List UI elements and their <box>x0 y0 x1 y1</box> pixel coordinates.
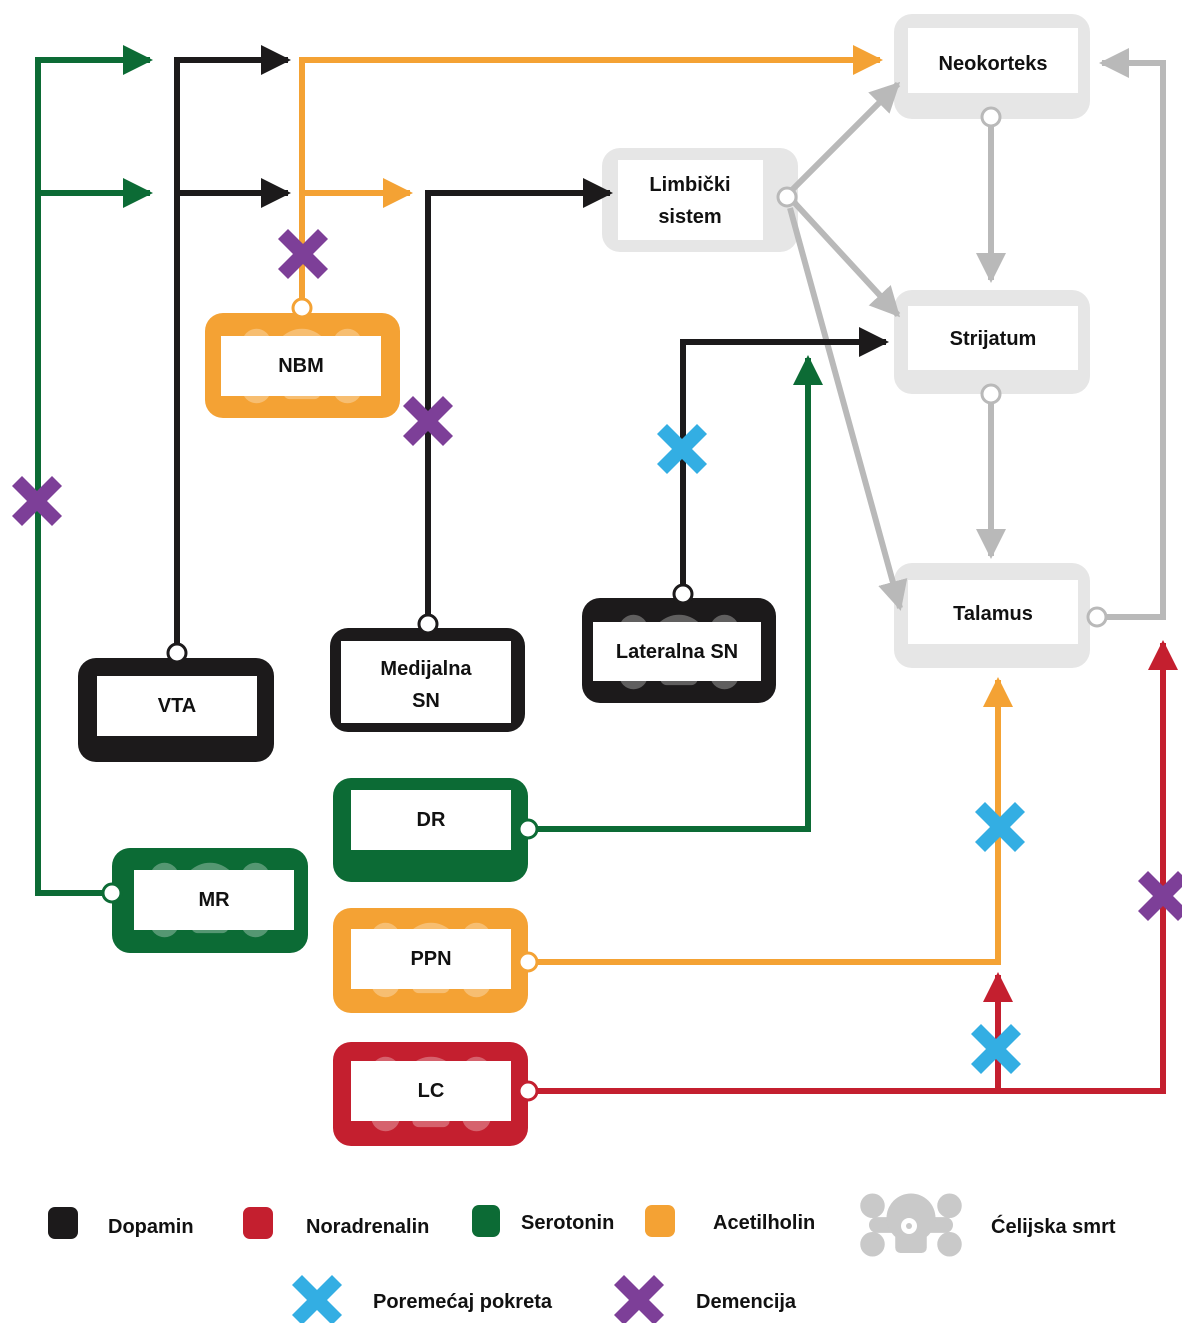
legend-cell-death: Ćelijska smrt <box>991 1214 1116 1238</box>
noradrenaline-swatch-icon <box>243 1207 273 1239</box>
serotonin-pathways <box>35 45 823 896</box>
lc-origin-dot <box>517 1080 539 1102</box>
ppn-label: PPN <box>410 948 451 970</box>
limbic-origin-dot <box>776 186 798 208</box>
vta-origin-dot <box>166 642 188 664</box>
thalamus-origin-dot <box>1086 606 1108 628</box>
vta-projection-upper <box>174 45 291 648</box>
dr-label: DR <box>417 809 446 831</box>
mr-label: MR <box>198 889 230 911</box>
nucleus-medial-sn: Medijalna SN <box>330 628 525 732</box>
nucleus-lc: LC <box>333 1042 528 1146</box>
cell-death-skull-icon <box>860 1193 962 1257</box>
medial-sn-label-line1: Medijalna <box>380 658 472 680</box>
arrow-limbic-to-striatum <box>789 197 901 318</box>
lateral-sn-to-striatum <box>680 327 889 589</box>
ppn-origin-dot <box>517 951 539 973</box>
vta-label: VTA <box>158 695 197 717</box>
nucleus-dr: DR <box>333 778 528 882</box>
legend-noradrenaline: Noradrenalin <box>306 1216 429 1238</box>
target-limbic-system: Limbički sistem <box>602 148 798 252</box>
medial-sn-to-limbic <box>425 178 613 619</box>
legend-dopamine: Dopamin <box>108 1216 194 1238</box>
target-striatum: Strijatum <box>894 290 1090 394</box>
legend-dementia: Demencija <box>696 1291 797 1313</box>
dementia-legend-icon <box>614 1275 664 1323</box>
legend-movement-disorder: Poremećaj pokreta <box>373 1291 553 1313</box>
serotonin-swatch-icon <box>472 1205 500 1237</box>
dopamine-swatch-icon <box>48 1207 78 1239</box>
striatum-label: Strijatum <box>950 328 1037 350</box>
lateral-sn-label: Lateralna SN <box>616 641 738 663</box>
arrow-limbic-to-neocortex <box>789 81 901 193</box>
lateral-sn-origin-dot <box>672 583 694 605</box>
movement-disorder-markers <box>657 424 1025 1074</box>
neocortex-origin-dot <box>980 106 1002 128</box>
noradrenaline-pathways <box>530 640 1178 1094</box>
acetylcholine-pathways <box>299 45 1013 965</box>
nbm-origin-dot <box>291 297 313 319</box>
arrow-thalamus-to-neocortex <box>1099 48 1166 620</box>
target-connections <box>787 48 1166 620</box>
nucleus-lateral-sn: Lateralna SN <box>582 598 776 703</box>
arrow-limbic-to-thalamus <box>787 207 908 611</box>
dr-origin-dot <box>517 818 539 840</box>
nucleus-vta: VTA <box>78 658 274 762</box>
nucleus-nbm: NBM <box>205 313 400 418</box>
limbic-label-line1: Limbički <box>649 174 730 196</box>
dr-projection-to-striatum <box>530 355 823 832</box>
ppn-to-thalamus <box>530 677 1013 965</box>
striatum-origin-dot <box>980 383 1002 405</box>
lc-to-thalamus <box>530 640 1178 1094</box>
target-thalamus: Talamus <box>894 563 1090 668</box>
mr-origin-dot <box>101 882 123 904</box>
limbic-label-line2: sistem <box>658 206 721 228</box>
legend-serotonin: Serotonin <box>521 1212 614 1234</box>
thalamus-label: Talamus <box>953 603 1033 625</box>
connection-origins <box>101 106 1108 1102</box>
nbm-label: NBM <box>278 355 324 377</box>
lc-label: LC <box>418 1080 445 1102</box>
acetylcholine-swatch-icon <box>645 1205 675 1237</box>
nucleus-mr: MR <box>112 848 308 953</box>
legend-acetylcholine: Acetilholin <box>713 1212 815 1234</box>
movement-disorder-legend-icon <box>292 1275 342 1323</box>
target-neocortex: Neokorteks <box>894 14 1090 119</box>
medial-sn-label-line2: SN <box>412 690 440 712</box>
mr-projection-upper <box>35 45 153 896</box>
neocortex-label: Neokorteks <box>939 53 1048 75</box>
nucleus-ppn: PPN <box>333 908 528 1013</box>
legend: Dopamin Noradrenalin Serotonin Acetilhol… <box>48 1193 1116 1323</box>
nbm-to-neocortex <box>299 45 883 304</box>
dopamine-pathways <box>174 45 889 648</box>
medial-sn-origin-dot <box>417 613 439 635</box>
